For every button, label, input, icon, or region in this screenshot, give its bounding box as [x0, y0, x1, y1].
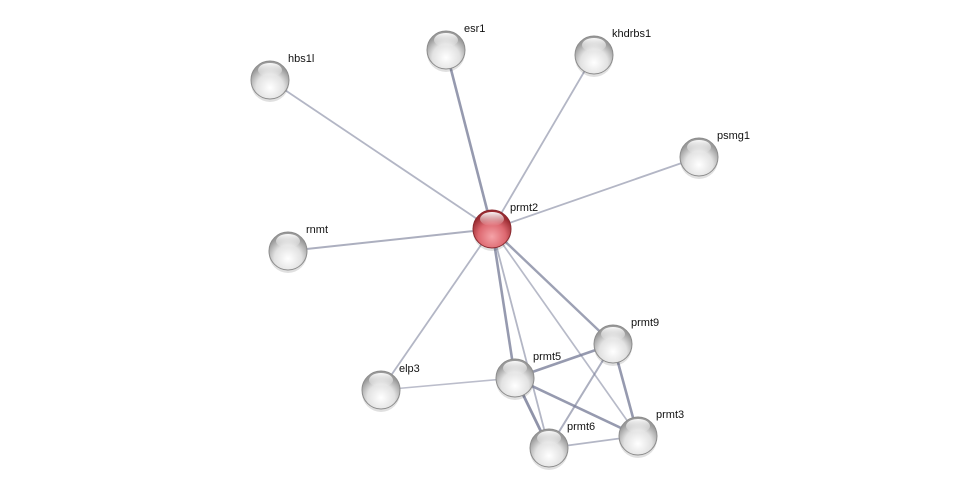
node-prmt5[interactable]: prmt5 [495, 351, 561, 400]
node-prmt3[interactable]: prmt3 [618, 409, 684, 458]
node-label: prmt9 [631, 317, 659, 329]
node-label: prmt3 [656, 409, 684, 421]
edge-prmt2-khdrbs1[interactable] [491, 54, 595, 230]
node-label: prmt2 [510, 202, 538, 214]
node-khdrbs1[interactable]: khdrbs1 [574, 28, 651, 77]
node-prmt2[interactable]: prmt2 [472, 202, 538, 251]
edge-prmt2-prmt5[interactable] [490, 228, 517, 379]
nodes-layer: prmt2 hbs1l esr1 khdrbs1 psmg1 rnmt elp3 prmt5 p… [250, 23, 750, 470]
node-label: esr1 [464, 23, 485, 35]
node-prmt9[interactable]: prmt9 [593, 317, 659, 366]
edge-prmt2-esr1[interactable] [444, 49, 494, 230]
node-elp3[interactable]: elp3 [361, 363, 420, 412]
edge-prmt2-prmt3[interactable] [491, 228, 639, 437]
node-label: elp3 [399, 363, 420, 375]
node-rnmt[interactable]: rnmt [268, 224, 328, 273]
edge-prmt2-prmt6[interactable] [491, 228, 550, 449]
edge-prmt2-rnmt[interactable] [287, 228, 493, 252]
edge-elp3-prmt5[interactable] [380, 377, 516, 391]
edge-prmt5-prmt3[interactable] [514, 376, 639, 438]
edge-prmt2-prmt9[interactable] [491, 228, 614, 345]
node-label: prmt5 [533, 351, 561, 363]
node-label: hbs1l [288, 53, 314, 65]
edge-prmt2-elp3[interactable] [380, 228, 493, 391]
node-hbs1l[interactable]: hbs1l [250, 53, 314, 102]
edge-prmt9-prmt6[interactable] [548, 343, 614, 449]
node-label: psmg1 [717, 130, 750, 142]
node-psmg1[interactable]: psmg1 [679, 130, 750, 179]
node-label: khdrbs1 [612, 28, 651, 40]
node-esr1[interactable]: esr1 [426, 23, 485, 72]
node-prmt6[interactable]: prmt6 [529, 421, 595, 470]
node-label: prmt6 [567, 421, 595, 433]
edge-prmt2-hbs1l[interactable] [269, 79, 493, 230]
node-label: rnmt [306, 224, 328, 236]
edge-prmt2-psmg1[interactable] [491, 156, 700, 230]
